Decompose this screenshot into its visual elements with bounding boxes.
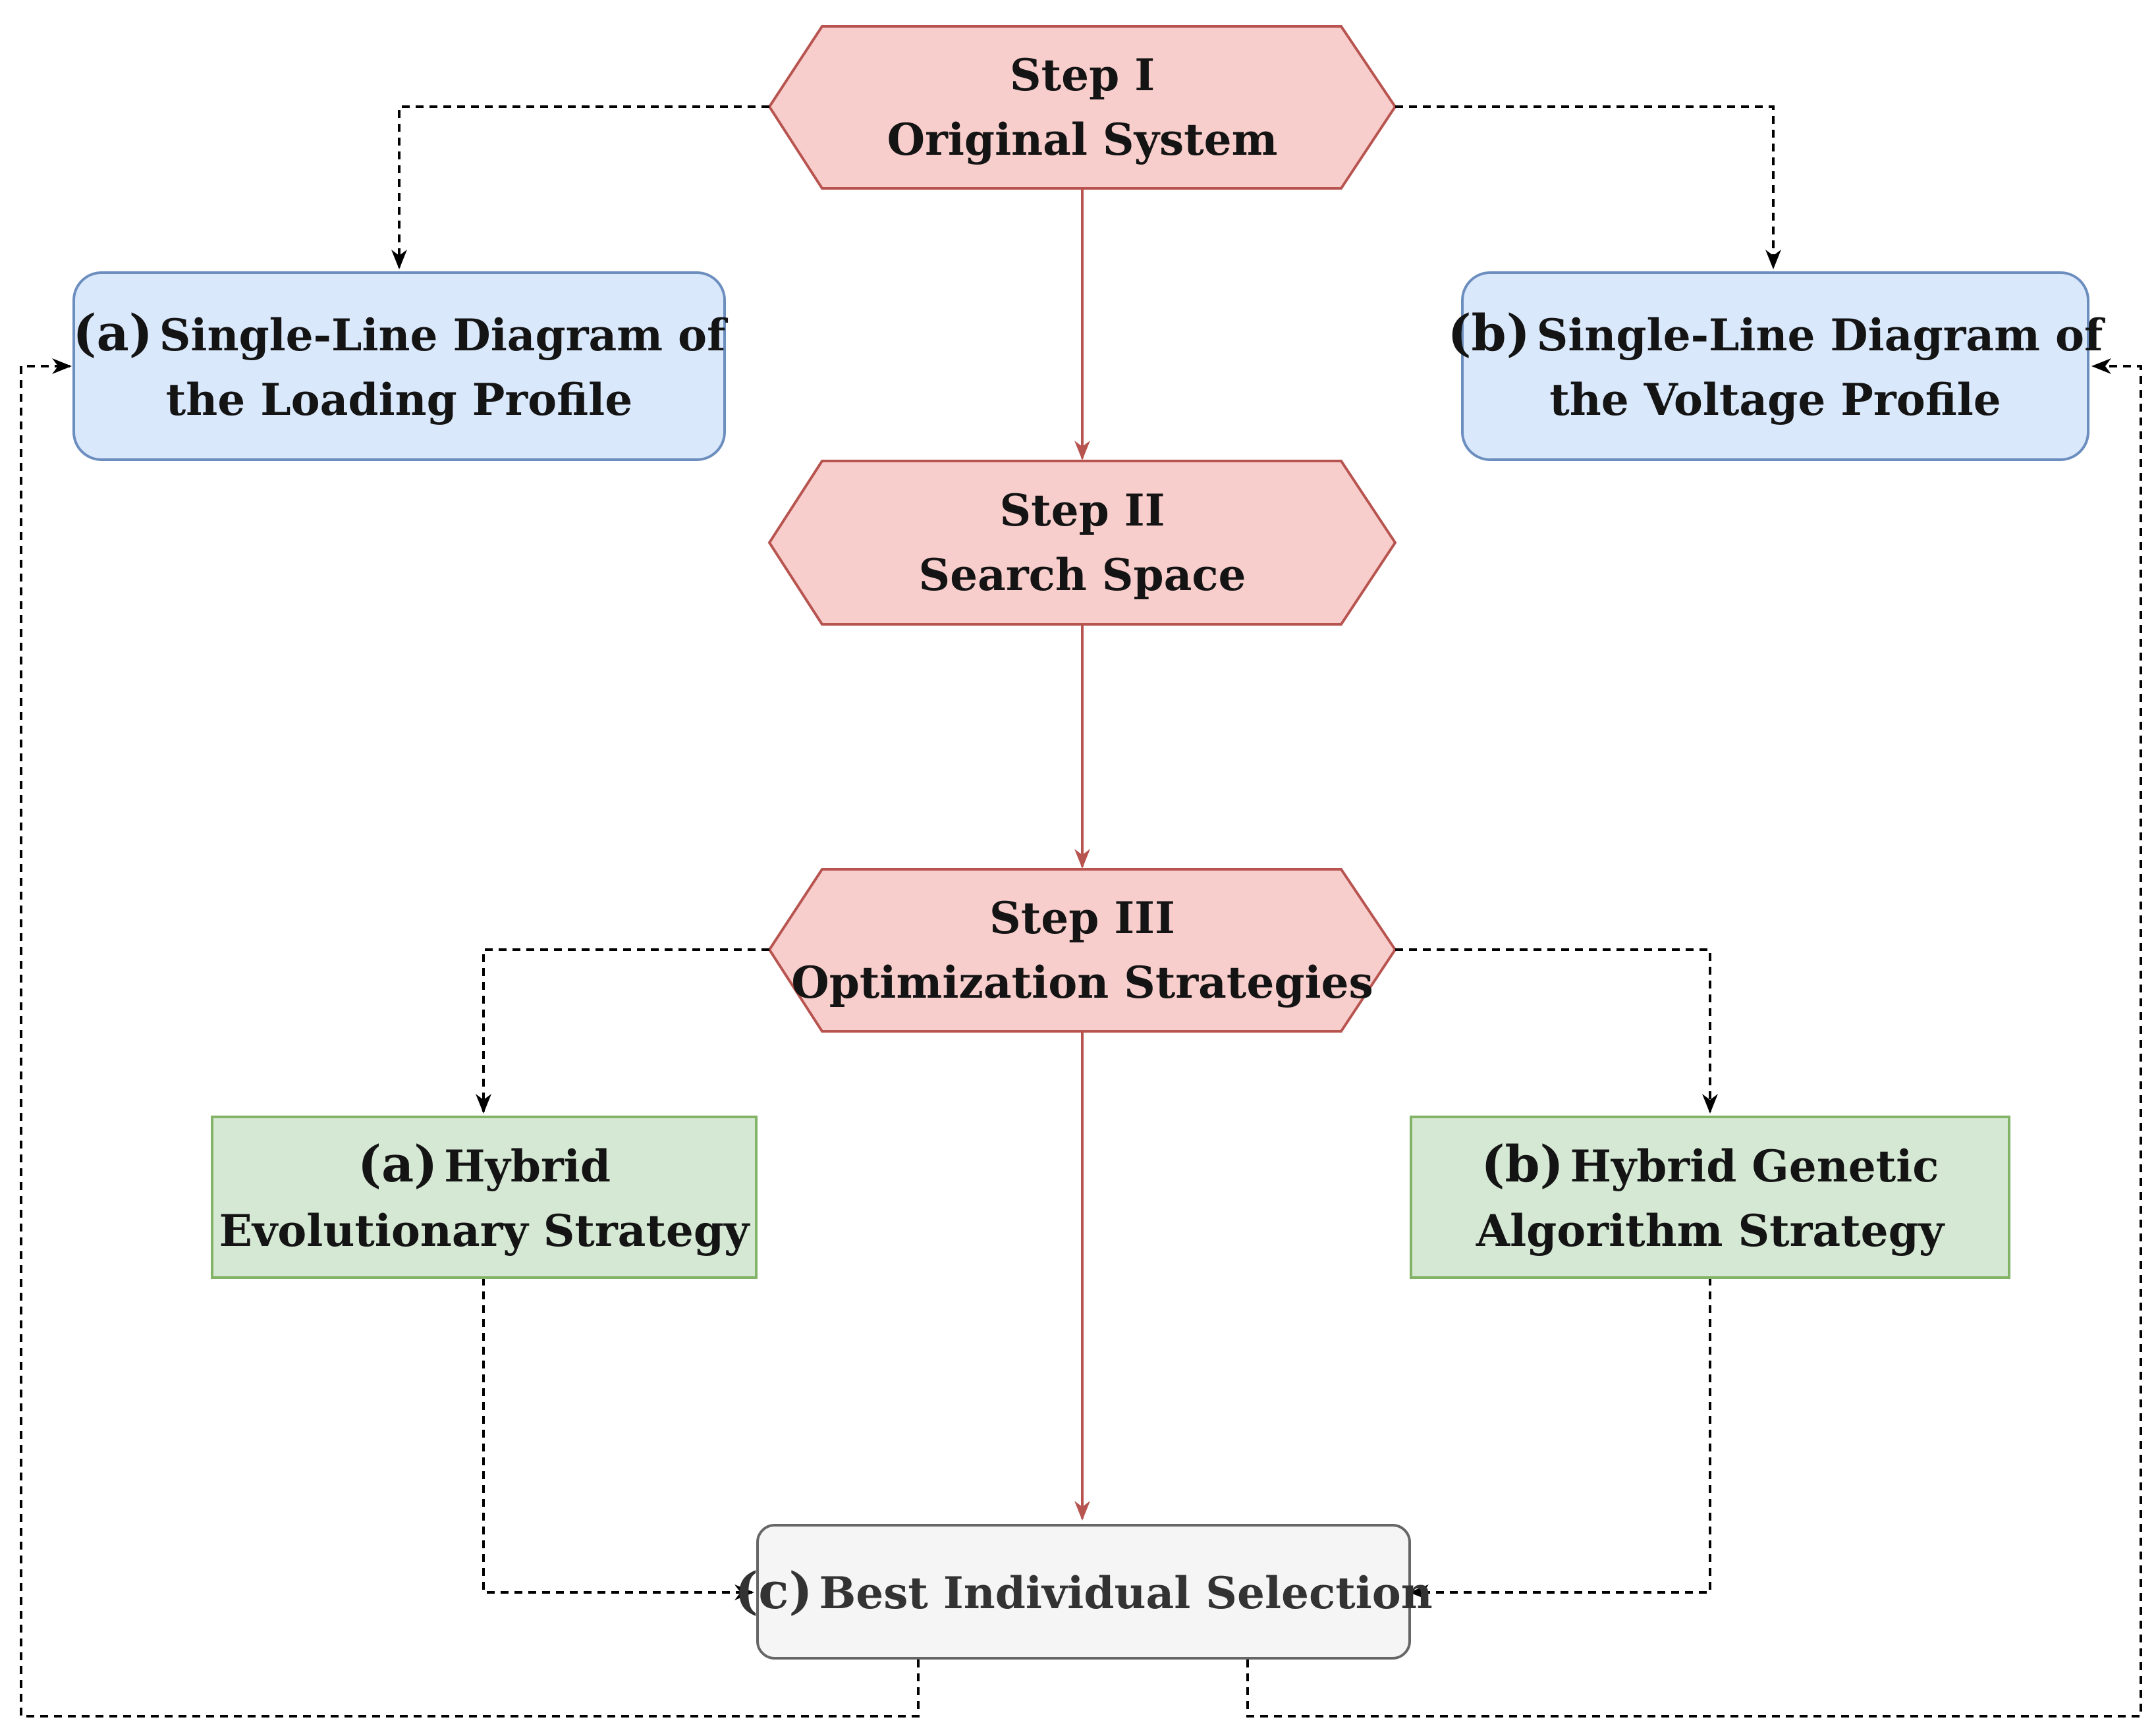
profile-a-tag: (a) <box>72 303 153 362</box>
arrow-step3-to-strategy-a <box>476 948 769 1114</box>
strategy-a-tag: (a) <box>357 1134 438 1193</box>
profile-a-node: (a)Single-Line Diagram of the Loading Pr… <box>72 271 726 461</box>
strategy-b-node: (b)Hybrid Genetic Algorithm Strategy <box>1410 1116 2010 1279</box>
arrow-strategy-a-to-selection <box>482 1278 754 1600</box>
selection-line: (c)Best Individual Selection <box>734 1559 1433 1625</box>
step-3-title: Step III <box>989 892 1175 944</box>
strategy-a-text1: Hybrid <box>444 1140 611 1192</box>
step-1-subtitle: Original System <box>887 114 1278 165</box>
profile-b-line1: (b)Single-Line Diagram of <box>1448 301 2103 367</box>
arrow-step3-to-strategy-b <box>1395 948 1718 1114</box>
feedback-selection-to-profile-b <box>1246 358 2142 1718</box>
strategy-b-text1: Hybrid Genetic <box>1570 1140 1939 1192</box>
step-3-node: Step III Optimization Strategies <box>769 869 1395 1031</box>
selection-node: (c)Best Individual Selection <box>734 1524 1433 1660</box>
profile-b-tag: (b) <box>1447 303 1530 362</box>
strategy-b-line1: (b)Hybrid Genetic <box>1481 1132 1939 1199</box>
profile-b-node: (b)Single-Line Diagram of the Voltage Pr… <box>1448 271 2103 461</box>
selection-label: Best Individual Selection <box>819 1567 1433 1619</box>
step-2-hexagon <box>767 460 1397 626</box>
step-1-node: Step I Original System <box>769 26 1395 188</box>
strategy-b-line2: Algorithm Strategy <box>1476 1204 1945 1257</box>
step-3-subtitle: Optimization Strategies <box>791 957 1373 1008</box>
strategy-a-line2: Evolutionary Strategy <box>219 1204 750 1257</box>
selection-tag: (c) <box>734 1561 813 1620</box>
step-2-subtitle: Search Space <box>918 549 1246 601</box>
arrow-step1-to-profile-a <box>391 105 769 269</box>
profile-b-line2: the Voltage Profile <box>1549 373 2001 425</box>
step-2-node: Step II Search Space <box>769 461 1395 624</box>
profile-a-line1: (a)Single-Line Diagram of <box>73 301 726 367</box>
step-1-title: Step I <box>1009 49 1155 101</box>
strategy-b-tag: (b) <box>1481 1134 1564 1193</box>
strategy-a-node: (a)Hybrid Evolutionary Strategy <box>211 1116 758 1279</box>
arrow-step1-to-profile-b <box>1395 105 1781 269</box>
profile-b-text1: Single-Line Diagram of <box>1536 309 2103 361</box>
strategy-a-line1: (a)Hybrid <box>358 1132 611 1199</box>
profile-a-line2: the Loading Profile <box>165 373 633 425</box>
step-2-title: Step II <box>999 485 1165 536</box>
profile-a-text1: Single-Line Diagram of <box>159 309 726 361</box>
arrow-strategy-b-to-selection <box>1409 1278 1711 1600</box>
